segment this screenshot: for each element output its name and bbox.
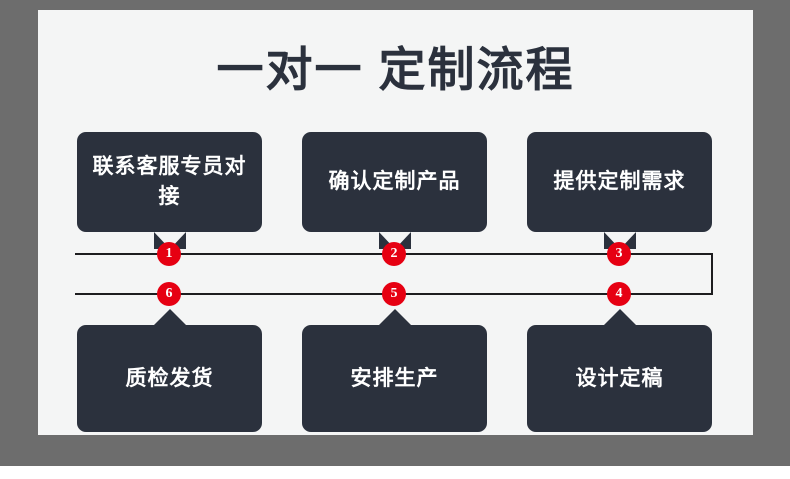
- connector-line-right: [711, 253, 713, 295]
- flow-step-box-5[interactable]: 安排生产: [302, 309, 487, 432]
- bottom-white-margin: [0, 466, 790, 479]
- flow-step-label-1: 联系客服专员对接: [92, 155, 247, 208]
- step-badge-1: 1: [157, 242, 181, 266]
- content-panel: 一对一 定制流程 联系客服专员对接 确认定制产品 提供定制需求 1 2 3 6 …: [38, 10, 753, 435]
- up-arrow-icon-4: [603, 309, 636, 325]
- flow-step-label-6: 质检发货: [125, 366, 214, 390]
- flow-step-label-5: 安排生产: [350, 366, 439, 390]
- up-arrow-icon-6: [153, 309, 186, 325]
- flow-step-box-4[interactable]: 设计定稿: [527, 309, 712, 432]
- up-arrow-icon-5: [378, 309, 411, 325]
- step-badge-3: 3: [607, 242, 631, 266]
- step-badge-4: 4: [607, 282, 631, 306]
- flow-step-label-4: 设计定稿: [575, 366, 664, 390]
- flow-step-box-6[interactable]: 质检发货: [77, 309, 262, 432]
- step-badge-2: 2: [382, 242, 406, 266]
- flow-step-box-2[interactable]: 确认定制产品: [302, 132, 487, 249]
- flow-step-label-2: 确认定制产品: [328, 170, 461, 193]
- flow-step-box-1[interactable]: 联系客服专员对接: [77, 132, 262, 249]
- step-badge-6: 6: [157, 282, 181, 306]
- flow-step-box-3[interactable]: 提供定制需求: [527, 132, 712, 249]
- step-badge-5: 5: [382, 282, 406, 306]
- page-title: 一对一 定制流程: [216, 43, 575, 96]
- flow-step-label-3: 提供定制需求: [553, 170, 686, 193]
